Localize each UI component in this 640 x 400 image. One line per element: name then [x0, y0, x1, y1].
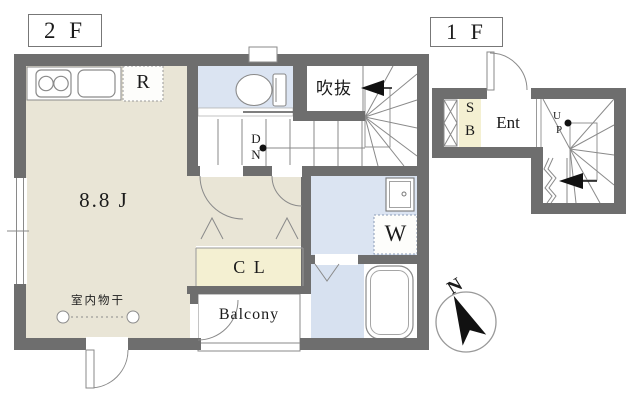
kitchen-sink-icon [77, 69, 116, 98]
hatch-panel-icon [443, 99, 458, 147]
stair-run-floor [197, 117, 417, 166]
entrance-door-1f [486, 51, 528, 91]
closet-label: C L [233, 257, 267, 277]
washer-space [373, 214, 418, 255]
washer-label: W [384, 221, 407, 246]
floor2-label: 2 F [28, 14, 102, 47]
door-leaf-bottom [85, 349, 95, 389]
entrance-label: Ent [496, 113, 520, 132]
drying-pole-icon [56, 310, 140, 324]
toilet-sliding-door [197, 107, 294, 117]
stair-direction-arrow-1f [559, 173, 597, 189]
up-path-dot [564, 119, 572, 127]
door-arc-hall-right [271, 175, 303, 207]
stair-direction-arrow-2f [361, 80, 392, 96]
entrance-opening [487, 87, 531, 100]
washbasin-icon [385, 177, 415, 212]
bath-fold-door [314, 263, 340, 282]
folding-door-symbols [200, 216, 340, 282]
bathtub-icon [365, 265, 414, 340]
main-room-floor [26, 66, 196, 338]
door-openings [86, 165, 358, 351]
stairs-up-u: U [553, 110, 561, 122]
stairs-down-d: D [251, 131, 261, 146]
balcony-label: Balcony [218, 306, 280, 323]
closet-partitions [195, 247, 304, 286]
window-left-wall [7, 178, 29, 284]
entry-stair-partition [536, 99, 542, 147]
north-arrow-icon [435, 291, 497, 353]
stair-break-line [543, 157, 557, 204]
door-arcs-2f [89, 175, 303, 389]
room-size-label: 8.8 J [79, 188, 129, 212]
balcony-outline [197, 293, 301, 352]
down-path-dot [259, 144, 267, 152]
stairs-down-n: N [251, 147, 261, 162]
toilet-icon [235, 73, 287, 107]
kitchen-counter [26, 66, 122, 101]
stairs-1f [542, 98, 615, 204]
refrigerator-label: R [136, 71, 150, 93]
hall-band-floor [190, 176, 307, 246]
door-arc-balcony [197, 299, 239, 341]
stairs-2f [217, 65, 418, 167]
indoor-drying-label: 室内物干 [71, 295, 125, 307]
stove-icon [35, 69, 72, 98]
closet-fold-door-right [275, 216, 299, 240]
shoe-box-space [459, 99, 481, 147]
stairs-up-p: P [555, 124, 563, 136]
void-room-floor [307, 66, 363, 113]
door-arc-hall-left [199, 175, 244, 220]
closet-fold-door-left [200, 216, 224, 240]
shoe-box-s: S [465, 100, 475, 116]
bathroom-floor [311, 260, 364, 342]
shoe-box-b: B [464, 123, 475, 139]
door-arc-entrance-2f [89, 349, 129, 389]
closet-floor [196, 248, 303, 286]
floor1-label: 1 F [430, 17, 503, 47]
void-label: 吹抜 [316, 79, 352, 98]
window-top-toilet [248, 46, 278, 63]
